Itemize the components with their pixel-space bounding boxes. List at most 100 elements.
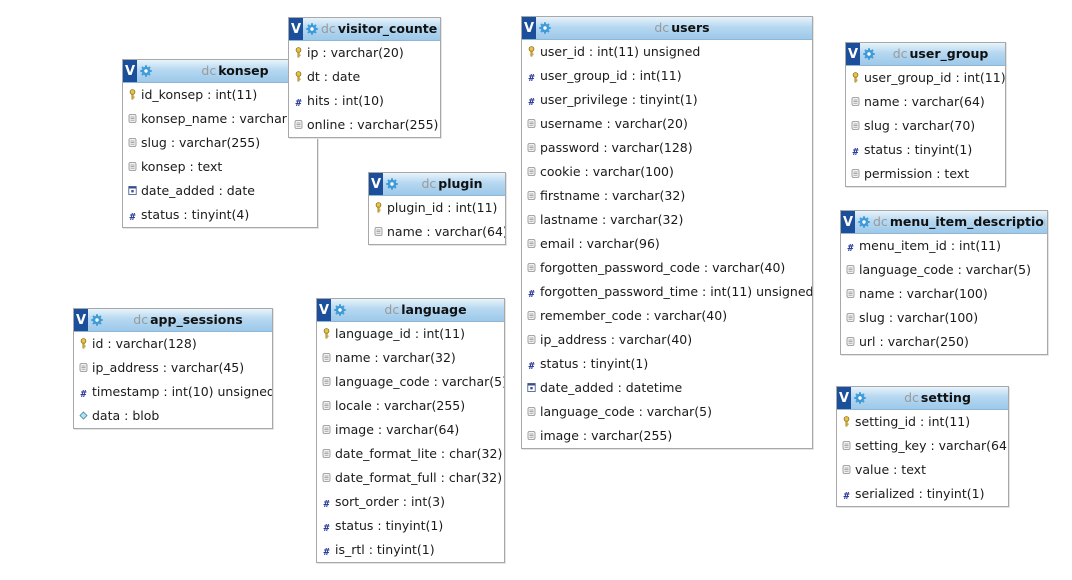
column-row-user-group[interactable]: slug : varchar(70) — [846, 114, 1005, 138]
column-row-users[interactable]: user_id : int(11) unsigned — [522, 40, 812, 64]
column-row-setting[interactable]: value : text — [837, 458, 1008, 482]
number-icon: # — [323, 547, 330, 558]
column-row-users[interactable]: #user_privilege : tinyint(1) — [522, 88, 812, 112]
column-row-users[interactable]: cookie : varchar(100) — [522, 160, 812, 184]
column-row-menu-item-description[interactable]: language_code : varchar(5) — [841, 258, 1047, 282]
toggle-icon[interactable]: V — [289, 18, 303, 40]
gear-icon[interactable] — [858, 216, 870, 228]
column-row-setting[interactable]: setting_key : varchar(64) — [837, 434, 1008, 458]
column-row-setting[interactable]: setting_id : int(11) — [837, 410, 1008, 434]
column-row-language[interactable]: name : varchar(32) — [317, 346, 504, 370]
column-row-konsep[interactable]: #status : tinyint(4) — [123, 203, 317, 227]
column-row-konsep[interactable]: konsep_name : varchar(255) — [123, 107, 317, 131]
column-row-menu-item-description[interactable]: url : varchar(250) — [841, 330, 1047, 354]
column-label: status : tinyint(1) — [335, 518, 444, 533]
column-row-plugin[interactable]: name : varchar(64) — [369, 220, 505, 244]
column-row-user-group[interactable]: #status : tinyint(1) — [846, 138, 1005, 162]
gear-icon[interactable] — [854, 392, 866, 404]
gear-icon[interactable] — [539, 22, 551, 34]
column-row-visitor-counter[interactable]: dt : date — [289, 65, 440, 89]
column-row-users[interactable]: forgotten_password_code : varchar(40) — [522, 256, 812, 280]
column-row-language[interactable]: image : varchar(64) — [317, 418, 504, 442]
key-icon — [527, 46, 536, 57]
number-icon: # — [528, 289, 535, 300]
gear-icon[interactable] — [863, 48, 875, 60]
column-row-user-group[interactable]: permission : text — [846, 162, 1005, 186]
column-row-user-group[interactable]: name : varchar(64) — [846, 90, 1005, 114]
gear-icon[interactable] — [334, 304, 346, 316]
column-row-users[interactable]: language_code : varchar(5) — [522, 400, 812, 424]
toggle-icon[interactable]: V — [123, 60, 137, 82]
toggle-icon[interactable]: V — [837, 387, 851, 409]
column-row-users[interactable]: date_added : datetime — [522, 376, 812, 400]
column-row-setting[interactable]: #serialized : tinyint(1) — [837, 482, 1008, 506]
column-row-users[interactable]: #status : tinyint(1) — [522, 352, 812, 376]
column-row-users[interactable]: #forgotten_password_time : int(11) unsig… — [522, 280, 812, 304]
column-row-plugin[interactable]: plugin_id : int(11) — [369, 196, 505, 220]
column-row-app-sessions[interactable]: #timestamp : int(10) unsigned — [74, 380, 272, 404]
column-row-visitor-counter[interactable]: #hits : int(10) — [289, 89, 440, 113]
column-row-language[interactable]: date_format_lite : char(32) — [317, 442, 504, 466]
column-row-language[interactable]: date_format_full : char(32) — [317, 466, 504, 490]
column-row-menu-item-description[interactable]: name : varchar(100) — [841, 282, 1047, 306]
column-row-users[interactable]: password : varchar(128) — [522, 136, 812, 160]
column-row-konsep[interactable]: date_added : date — [123, 179, 317, 203]
column-row-konsep[interactable]: id_konsep : int(11) — [123, 83, 317, 107]
toggle-icon[interactable]: V — [74, 309, 88, 331]
column-row-app-sessions[interactable]: ip_address : varchar(45) — [74, 356, 272, 380]
gear-icon[interactable] — [91, 314, 103, 326]
column-row-menu-item-description[interactable]: slug : varchar(100) — [841, 306, 1047, 330]
column-row-users[interactable]: email : varchar(96) — [522, 232, 812, 256]
gear-icon[interactable] — [306, 23, 318, 35]
column-label: user_privilege : tinyint(1) — [540, 92, 698, 107]
column-row-menu-item-description[interactable]: #menu_item_id : int(11) — [841, 234, 1047, 258]
column-row-visitor-counter[interactable]: online : varchar(255) — [289, 113, 440, 137]
blob-icon — [79, 410, 88, 421]
toggle-icon[interactable]: V — [841, 211, 855, 233]
toggle-icon[interactable]: V — [317, 299, 331, 321]
column-row-users[interactable]: remember_code : varchar(40) — [522, 304, 812, 328]
toggle-icon[interactable]: V — [522, 17, 536, 39]
column-row-users[interactable]: #user_group_id : int(11) — [522, 64, 812, 88]
column-row-users[interactable]: lastname : varchar(32) — [522, 208, 812, 232]
toggle-icon[interactable]: V — [369, 173, 383, 195]
column-row-user-group[interactable]: user_group_id : int(11) — [846, 66, 1005, 90]
column-row-users[interactable]: ip_address : varchar(40) — [522, 328, 812, 352]
column-row-app-sessions[interactable]: id : varchar(128) — [74, 332, 272, 356]
column-row-konsep[interactable]: slug : varchar(255) — [123, 131, 317, 155]
column-row-users[interactable]: firstname : varchar(32) — [522, 184, 812, 208]
column-row-visitor-counter[interactable]: ip : varchar(20) — [289, 41, 440, 65]
gear-icon[interactable] — [386, 178, 398, 190]
column-row-language[interactable]: language_code : varchar(5) — [317, 370, 504, 394]
column-row-language[interactable]: locale : varchar(255) — [317, 394, 504, 418]
column-row-language[interactable]: #sort_order : int(3) — [317, 490, 504, 514]
gear-icon[interactable] — [140, 65, 152, 77]
column-row-app-sessions[interactable]: data : blob — [74, 404, 272, 428]
column-row-users[interactable]: image : varchar(255) — [522, 424, 812, 448]
toggle-icon[interactable]: V — [846, 43, 860, 65]
column-row-language[interactable]: #status : tinyint(1) — [317, 514, 504, 538]
column-row-language[interactable]: language_id : int(11) — [317, 322, 504, 346]
column-row-users[interactable]: username : varchar(20) — [522, 112, 812, 136]
column-row-konsep[interactable]: konsep : text — [123, 155, 317, 179]
column-label: date_format_full : char(32) — [335, 470, 503, 485]
column-row-language[interactable]: #is_rtl : tinyint(1) — [317, 538, 504, 562]
